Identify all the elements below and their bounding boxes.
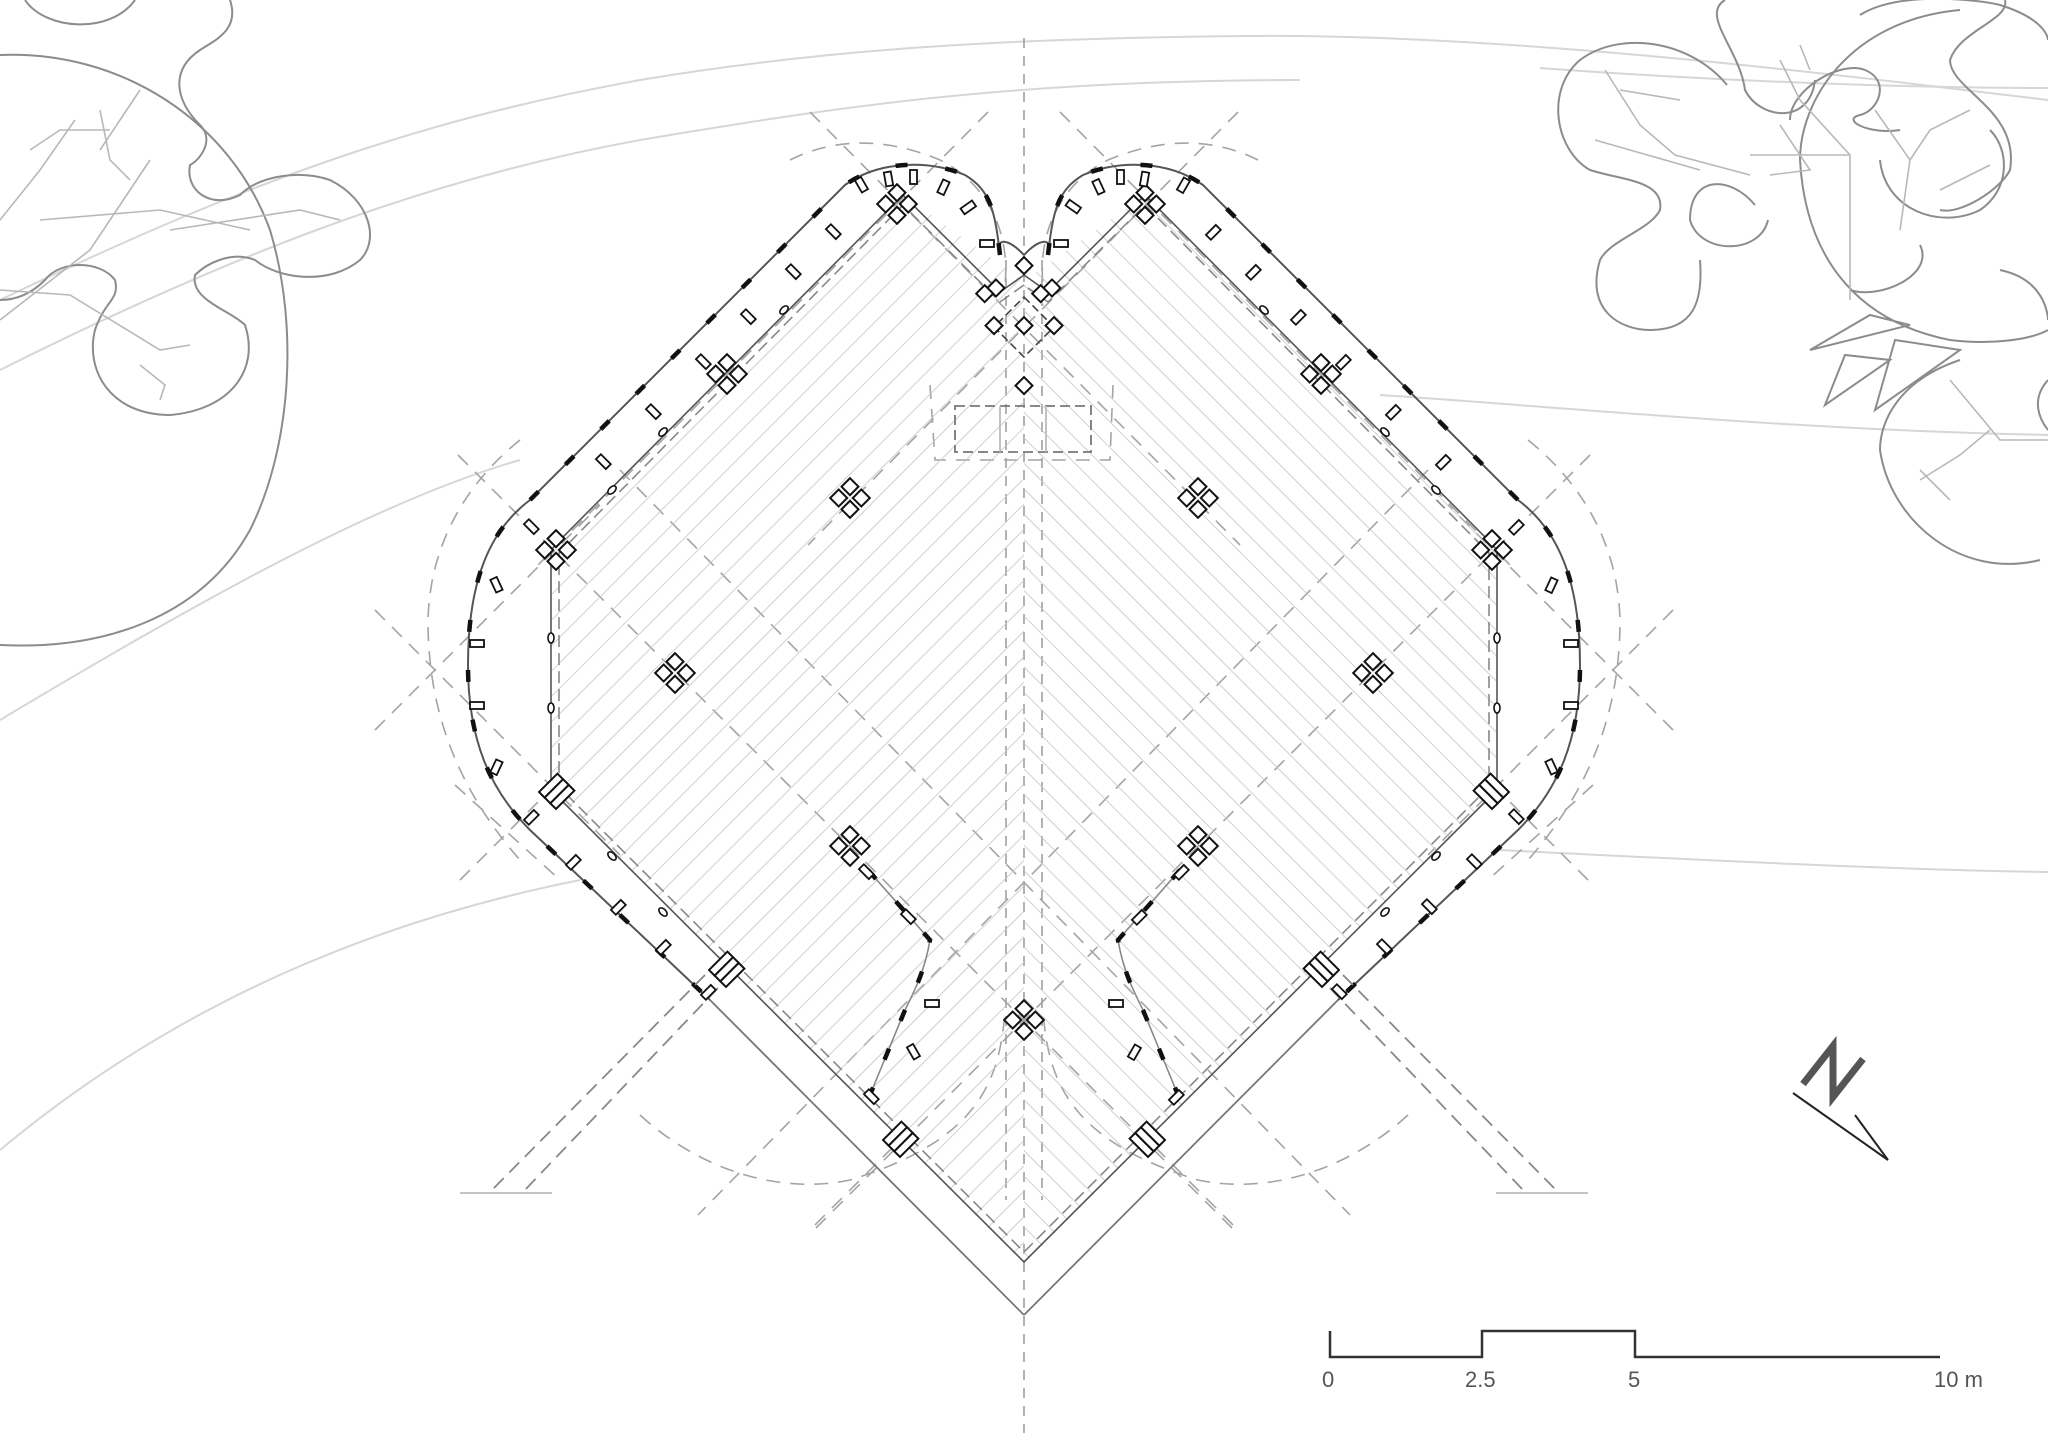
scale-label-2-5: 2.5: [1465, 1367, 1496, 1392]
central-fixture: [954, 405, 1092, 453]
north-arrow-icon: [1792, 1035, 1889, 1161]
scale-label-5: 5: [1628, 1367, 1641, 1392]
wall-posts: [469, 169, 1579, 1107]
scale-label-10m: 10 m: [1934, 1367, 1983, 1392]
tree-left-icon: [0, 0, 371, 647]
scale-bar: [1328, 1329, 1940, 1359]
access-paths: [489, 974, 1559, 1193]
inner-posts: [547, 305, 1501, 917]
scale-label-0: 0: [1322, 1367, 1335, 1392]
column-clusters: [534, 182, 1514, 1159]
contour-lines: [0, 34, 2048, 1151]
entrance-diamond: [992, 295, 1056, 359]
site-boundary: [709, 999, 1339, 1316]
deck-left-hatch: [551, 195, 1024, 1262]
deck-right-hatch: [1024, 195, 1497, 1262]
tree-left-branches: [0, 89, 341, 401]
tree-right-icon: [1557, 0, 2048, 565]
tree-right-branches: [1594, 44, 2048, 501]
